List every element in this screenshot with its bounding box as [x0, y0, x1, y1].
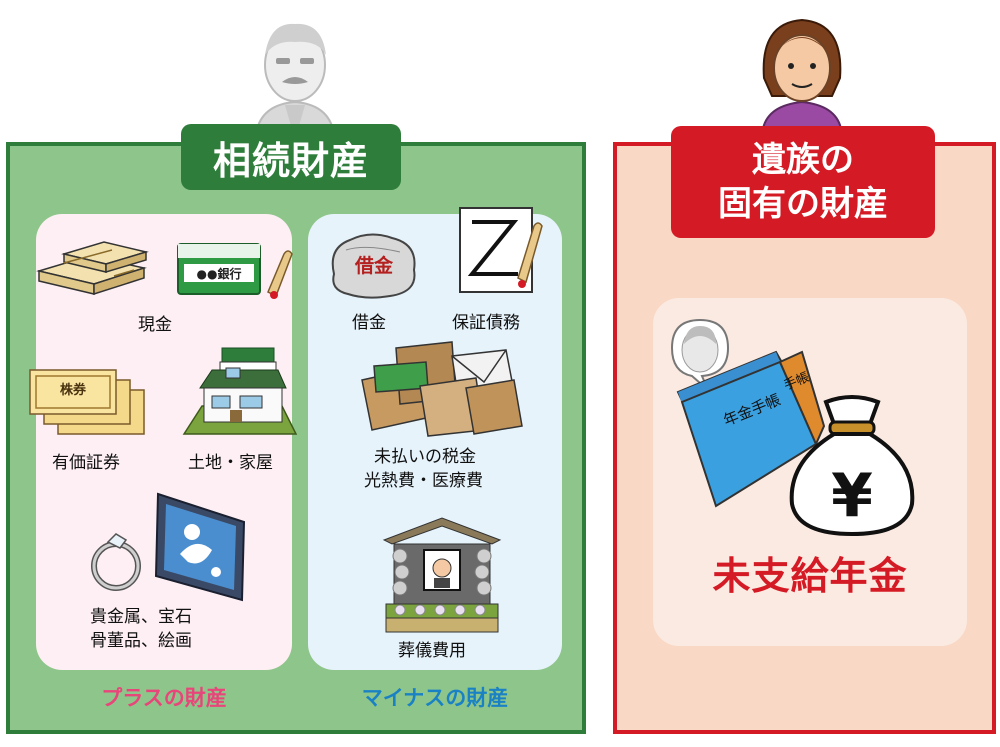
minus-assets-footer: マイナスの財産 — [361, 686, 509, 710]
cash-bundles-icon — [36, 241, 149, 296]
stock-certificate-text: 株券 — [60, 382, 87, 398]
bereaved-title-line-1: 遺族の — [752, 140, 854, 180]
painting-icon — [154, 492, 246, 602]
bank-passbook-text: ●●銀行 — [197, 266, 242, 281]
plus-assets-footer: プラスの財産 — [101, 686, 227, 710]
debt-label: 借金 — [352, 313, 386, 333]
guarantee-document-icon — [459, 207, 543, 293]
cash-label: 現金 — [138, 315, 172, 335]
unpaid-taxes-label-line-2: 光熱費・医療費 — [364, 471, 483, 491]
ring-icon — [91, 533, 141, 591]
house-icon — [182, 347, 298, 435]
funeral-cost-label: 葬儀費用 — [398, 641, 466, 661]
unpaid-taxes-label-line-1: 未払いの税金 — [374, 447, 476, 467]
money-bag-icon: ¥ — [789, 395, 915, 537]
bereaved-title-line-2: 固有の財産 — [718, 184, 888, 224]
valuables-label-line-2: 骨董品、絵画 — [90, 631, 192, 651]
securities-label: 有価証券 — [52, 453, 120, 473]
pension-book-icon: 年金手帳 手帳 — [670, 318, 826, 508]
debt-bag-text: 借金 — [354, 254, 394, 277]
bereaved-title: 遺族の 固有の財産 — [671, 126, 935, 238]
inheritance-title: 相続財産 — [181, 124, 401, 190]
land-house-label: 土地・家屋 — [188, 453, 273, 473]
unpaid-bills-icon — [361, 341, 523, 437]
bank-passbook-icon: ●●銀行 — [177, 243, 293, 299]
securities-icon: 株券 — [29, 369, 145, 435]
debt-bag-icon: 借金 — [331, 233, 416, 299]
unpaid-pension-label: 未支給年金 — [712, 554, 908, 598]
funeral-altar-icon — [382, 517, 502, 633]
bereaved-person-illustration — [760, 18, 844, 139]
guarantee-debt-label: 保証債務 — [452, 313, 520, 333]
valuables-label-line-1: 貴金属、宝石 — [90, 607, 192, 627]
yen-symbol: ¥ — [831, 461, 873, 531]
